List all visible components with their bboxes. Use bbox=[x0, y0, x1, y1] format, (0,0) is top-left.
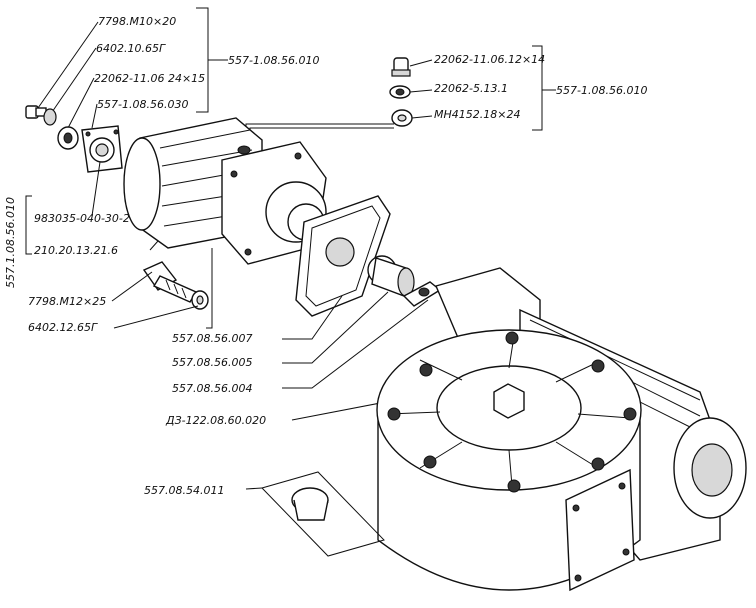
plug-12-part bbox=[391, 57, 411, 77]
washer-10-part bbox=[43, 108, 57, 126]
nut-mh-part bbox=[391, 109, 413, 127]
label-nut-mh: MH4152.18×24 bbox=[434, 108, 520, 121]
label-seal-983: 983035-040-30-2-2 bbox=[34, 212, 141, 225]
gasket-007-part bbox=[295, 195, 391, 317]
label-gasket-24: 22062-11.06 24×15 bbox=[94, 72, 205, 85]
label-cap-011: 557.08.54.011 bbox=[144, 484, 224, 497]
fitting-part bbox=[389, 85, 411, 99]
bracket-030-part bbox=[81, 125, 123, 173]
electric-motor bbox=[376, 267, 747, 592]
left-top-bracket bbox=[196, 7, 228, 113]
label-coupling-005: 557.08.56.005 bbox=[172, 356, 252, 369]
label-motor-020: ДЗ-122.08.60.020 bbox=[165, 414, 266, 427]
leader-bracket-030 bbox=[91, 103, 98, 129]
label-gasket-007: 557.08.56.007 bbox=[172, 332, 252, 345]
label-washer-12: 6402.12.65Г bbox=[28, 321, 98, 334]
leader-gasket-24 bbox=[67, 77, 95, 129]
label-bolt-m12: 7798.M12×25 bbox=[28, 295, 106, 308]
label-group-right-top: 557-1.08.56.010 bbox=[556, 84, 647, 97]
washer-12-part bbox=[191, 290, 209, 310]
label-group-left-top: 557-1.08.56.010 bbox=[228, 54, 319, 67]
label-bracket-030: 557-1.08.56.030 bbox=[97, 98, 188, 111]
right-top-bracket bbox=[532, 45, 543, 131]
label-fitting: 22062-5.13.1 bbox=[434, 82, 508, 95]
label-bolt-m10: 7798.M10×20 bbox=[98, 15, 176, 28]
leader-bolt-m10 bbox=[37, 21, 99, 109]
leader-washer-10 bbox=[49, 47, 97, 116]
label-vertical-group: 557.1.08.56.010 bbox=[4, 197, 17, 288]
label-key-004: 557.08.56.004 bbox=[172, 382, 252, 395]
label-plug-12: 22062-11.06.12×14 bbox=[434, 53, 545, 66]
label-pin-210: 210.20.13.21.6 bbox=[34, 244, 118, 257]
cap-011-part bbox=[261, 471, 385, 557]
bolt-m12-part bbox=[142, 261, 198, 303]
label-washer-10: 6402.10.65Г bbox=[96, 42, 166, 55]
gasket-24-part bbox=[57, 126, 79, 150]
hydraulic-pump bbox=[123, 117, 333, 265]
coupling-005-part bbox=[367, 255, 415, 297]
bolt-m10-part bbox=[25, 105, 47, 119]
